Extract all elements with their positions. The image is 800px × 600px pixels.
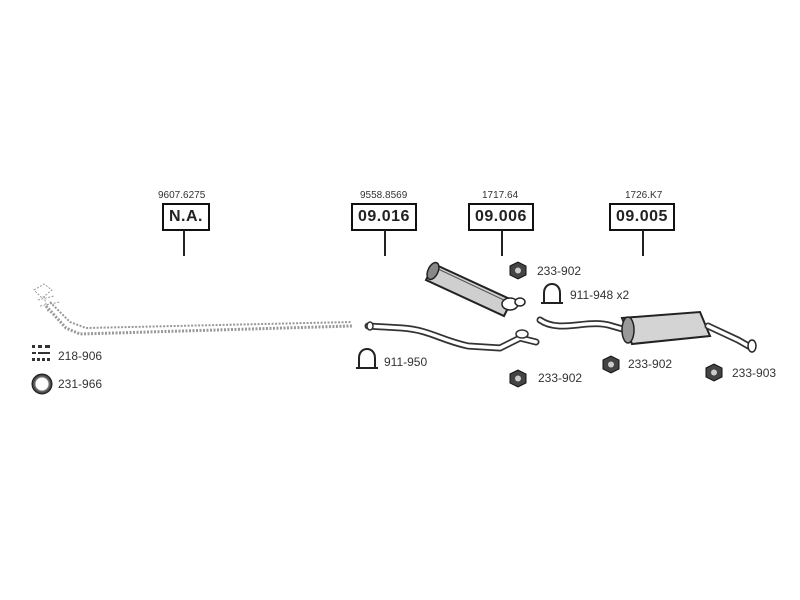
front-pipe[interactable] xyxy=(33,283,353,336)
ref-box-middle-pipe[interactable]: 09.016 xyxy=(351,203,417,231)
oe-number-centre-silencer: 1717.64 xyxy=(482,190,519,201)
label-fitting-set[interactable]: 218-906 xyxy=(58,349,103,363)
leader-line-middle-pipe xyxy=(384,230,386,256)
nut-rear-left-icon xyxy=(602,355,620,374)
label-nut-rear-left[interactable]: 233-902 xyxy=(628,357,673,371)
leader-line-centre-silencer xyxy=(501,230,503,256)
label-nut-rear-right[interactable]: 233-903 xyxy=(732,366,777,380)
label-nut-bottom[interactable]: 233-902 xyxy=(538,371,583,385)
label-clamp-front[interactable]: 911-950 xyxy=(384,355,428,369)
label-nut-top[interactable]: 233-902 xyxy=(537,264,582,278)
seal-ring-icon xyxy=(31,373,53,395)
nut-rear-right-icon xyxy=(705,363,723,382)
ref-box-centre-silencer[interactable]: 09.006 xyxy=(468,203,534,231)
nut-top-icon xyxy=(509,261,527,280)
nut-bottom-icon xyxy=(509,369,527,388)
ref-box-front-pipe[interactable]: N.A. xyxy=(162,203,210,231)
clamp-middle-icon xyxy=(541,283,563,304)
oe-number-front-pipe: 9607.6275 xyxy=(158,190,206,201)
fitting-set-icon xyxy=(32,345,50,361)
ref-box-rear-silencer[interactable]: 09.005 xyxy=(609,203,675,231)
centre-silencer[interactable] xyxy=(424,261,526,318)
clamp-front-icon xyxy=(356,348,378,369)
rear-silencer[interactable] xyxy=(536,310,757,353)
oe-number-rear-silencer: 1726.K7 xyxy=(625,190,663,201)
label-clamp-middle[interactable]: 911-948 x2 xyxy=(570,288,630,302)
middle-pipe[interactable] xyxy=(364,321,540,352)
leader-line-front-pipe xyxy=(183,230,185,256)
leader-line-rear-silencer xyxy=(642,230,644,256)
oe-number-middle-pipe: 9558.8569 xyxy=(360,190,408,201)
label-seal-ring[interactable]: 231-966 xyxy=(58,377,103,391)
